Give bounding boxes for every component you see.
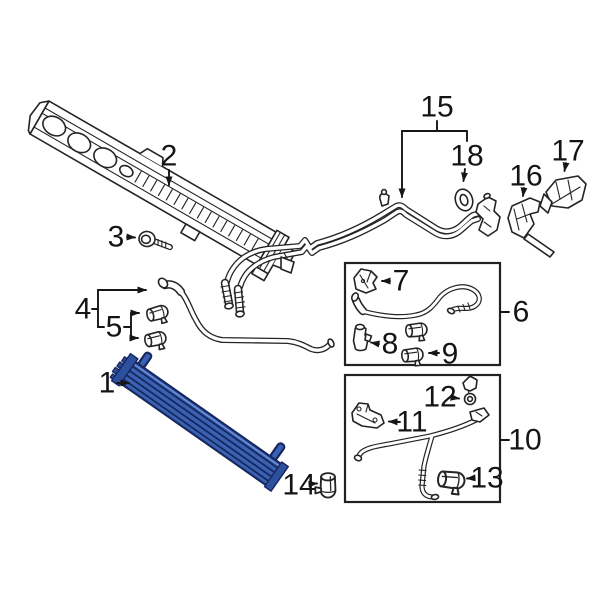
callout-4-label: 4 [75,293,92,326]
callout-5: 5 [106,309,140,344]
callout-18: 18 [450,140,484,182]
callout-2: 2 [161,140,178,186]
callout-7-label: 7 [393,265,410,298]
clip-13-part [435,469,467,496]
callout-15-label: 15 [420,91,453,124]
bracket-16-part [507,197,555,258]
callout-9: 9 [428,338,459,371]
cooler-tube-assembly [220,188,501,318]
bracket-11-part [351,402,385,429]
kit-box-10 [343,373,502,504]
callout-16: 16 [509,160,543,197]
bracket-8-part [352,323,373,352]
callout-7: 7 [381,265,410,298]
callout-11: 11 [388,406,428,439]
callout-10: 10 [499,424,542,457]
callout-5-label: 5 [106,311,123,344]
bracket-17-part [539,175,587,214]
callout-17: 17 [551,135,585,172]
callout-8: 8 [370,328,399,361]
callout-17-label: 17 [551,135,584,168]
bolt-part [138,230,174,251]
callout-9-label: 9 [442,338,459,371]
callout-14-label: 14 [282,469,315,502]
oil-cooler-part [109,351,289,492]
callout-6: 6 [499,296,530,329]
callout-18-label: 18 [450,140,483,173]
callout-13: 13 [466,462,504,495]
kit-box-6 [343,261,502,367]
callout-1-label: 1 [99,367,116,400]
callout-3: 3 [108,221,136,254]
kit-6-contents [350,268,482,368]
kit-10-contents [351,375,490,501]
callout-1: 1 [99,367,130,400]
callout-16-label: 16 [509,160,542,193]
callout-12: 12 [423,381,460,414]
callout-3-label: 3 [108,221,125,254]
callout-4: 4 [75,286,147,328]
bracket-12-part [462,375,478,406]
oil-cooler-line-10 [353,407,490,501]
oil-cooler-hose-part [157,277,335,354]
callout-10-label: 10 [508,424,541,457]
clip-5b-part [142,329,169,353]
callout-6-label: 6 [513,296,530,329]
bracket-7-part [353,268,378,294]
callout-2-label: 2 [161,140,178,173]
callout-15: 15 [398,91,468,198]
callout-11-label: 11 [396,406,427,439]
grommet-part [454,188,474,212]
callout-14: 14 [282,469,318,502]
callout-12-label: 12 [423,381,456,414]
clip-14-part [314,472,337,499]
radiator-support-part [27,100,297,282]
callout-8-label: 8 [382,328,399,361]
callout-13-label: 13 [470,462,503,495]
clip-unlabeled-part [404,321,429,343]
oil-cooler-line-6 [350,284,482,320]
callouts: 1 2 3 4 5 6 7 8 [75,91,585,502]
clip-5a-part [144,303,172,328]
